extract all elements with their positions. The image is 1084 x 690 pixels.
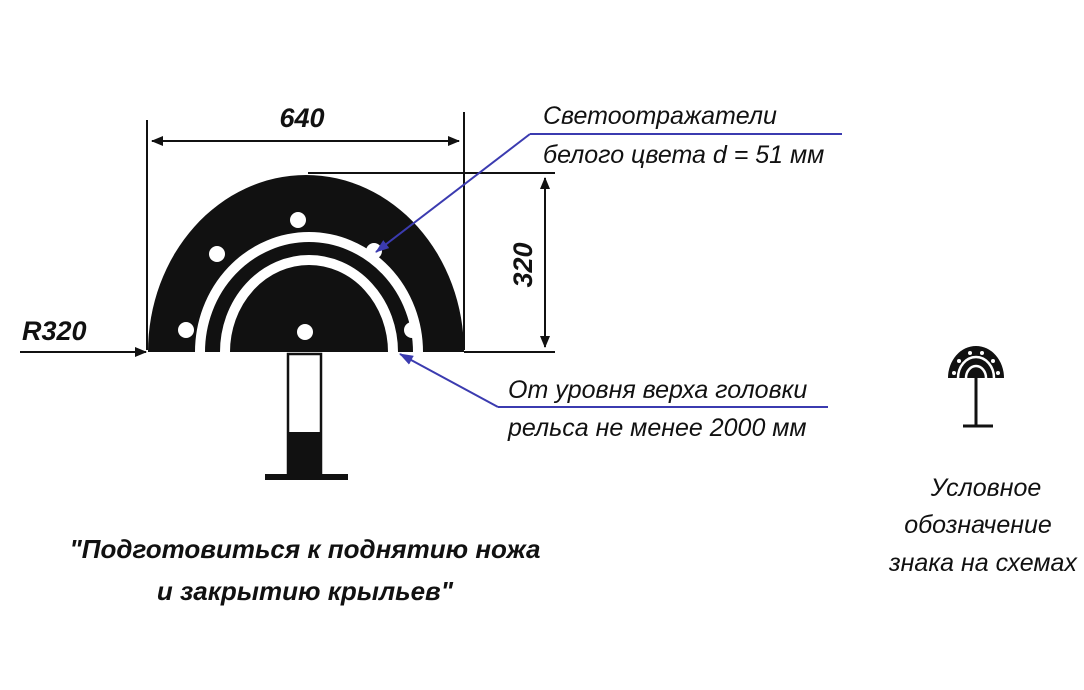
reflector-dot — [209, 246, 225, 262]
schematic-symbol — [948, 346, 1004, 428]
reflector-note-line1: Светоотражатели — [543, 102, 777, 130]
height-note-line1: От уровня верха головки — [508, 376, 807, 404]
symbol-legend-line2: обозначение — [904, 511, 1052, 539]
height-note-line2: рельса не менее 2000 мм — [507, 414, 807, 442]
reflector-leader — [375, 133, 842, 253]
width-label: 640 — [279, 103, 324, 133]
caption-line2: и закрытию крыльев" — [157, 576, 454, 606]
semicircle-sign — [148, 175, 464, 353]
reflector-dot — [366, 243, 382, 259]
width-dimension — [146, 112, 465, 350]
height-label: 320 — [508, 242, 538, 287]
height-leader — [399, 353, 828, 408]
symbol-legend-line1: Условное — [930, 474, 1042, 502]
reflector-note-line2: белого цвета d = 51 мм — [543, 141, 824, 169]
radius-label: R320 — [22, 316, 87, 346]
caption-line1: "Подготовиться к поднятию ножа — [69, 534, 540, 564]
symbol-legend-line3: знака на схемах — [888, 549, 1078, 577]
sign-post — [265, 352, 348, 480]
height-dimension — [308, 172, 555, 353]
reflector-dot — [297, 324, 313, 340]
reflector-dot — [290, 212, 306, 228]
reflector-dot — [178, 322, 194, 338]
reflector-dot — [404, 322, 420, 338]
